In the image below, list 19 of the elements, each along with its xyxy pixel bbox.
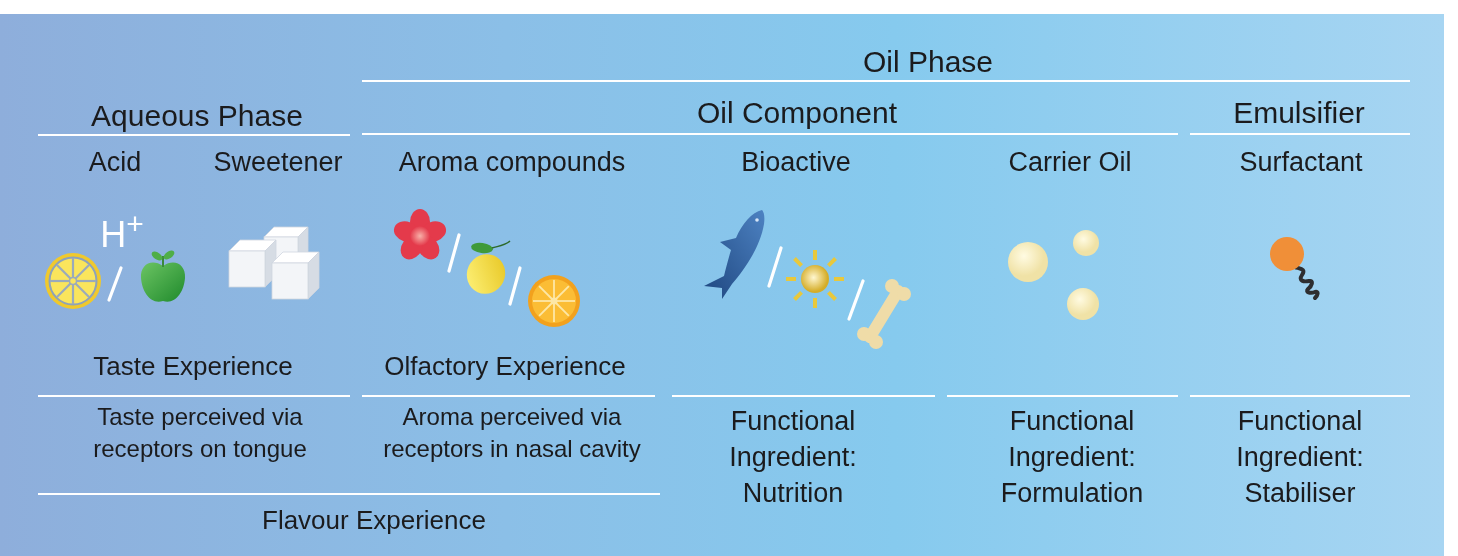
experience-label: Olfactory Experience bbox=[383, 351, 627, 381]
role-label: Functional Ingredient: Formulation bbox=[1000, 405, 1144, 510]
chemical-symbol: H$^{+}$ bbox=[99, 205, 145, 255]
column-label: Surfactant bbox=[1238, 146, 1364, 178]
column-label: Carrier Oil bbox=[1007, 146, 1133, 178]
column-label: Sweetener bbox=[212, 146, 344, 178]
section-heading: Oil Phase bbox=[862, 45, 994, 79]
description-text: Aroma perceived via receptors in nasal cavity bbox=[382, 402, 642, 464]
section-heading: Oil Component bbox=[696, 96, 898, 130]
column-label: Acid bbox=[88, 146, 142, 178]
experience-label: Flavour Experience bbox=[261, 505, 487, 535]
experience-label: Taste Experience bbox=[92, 351, 294, 381]
section-heading: Emulsifier bbox=[1232, 96, 1366, 130]
section-heading: Aqueous Phase bbox=[90, 99, 304, 133]
column-label: Bioactive bbox=[740, 146, 852, 178]
role-label: Functional Ingredient: Stabiliser bbox=[1235, 405, 1365, 510]
description-text: Taste perceived via receptors on tongue bbox=[92, 402, 308, 464]
column-label: Aroma compounds bbox=[398, 146, 626, 178]
role-label: Functional Ingredient: Nutrition bbox=[728, 405, 858, 510]
